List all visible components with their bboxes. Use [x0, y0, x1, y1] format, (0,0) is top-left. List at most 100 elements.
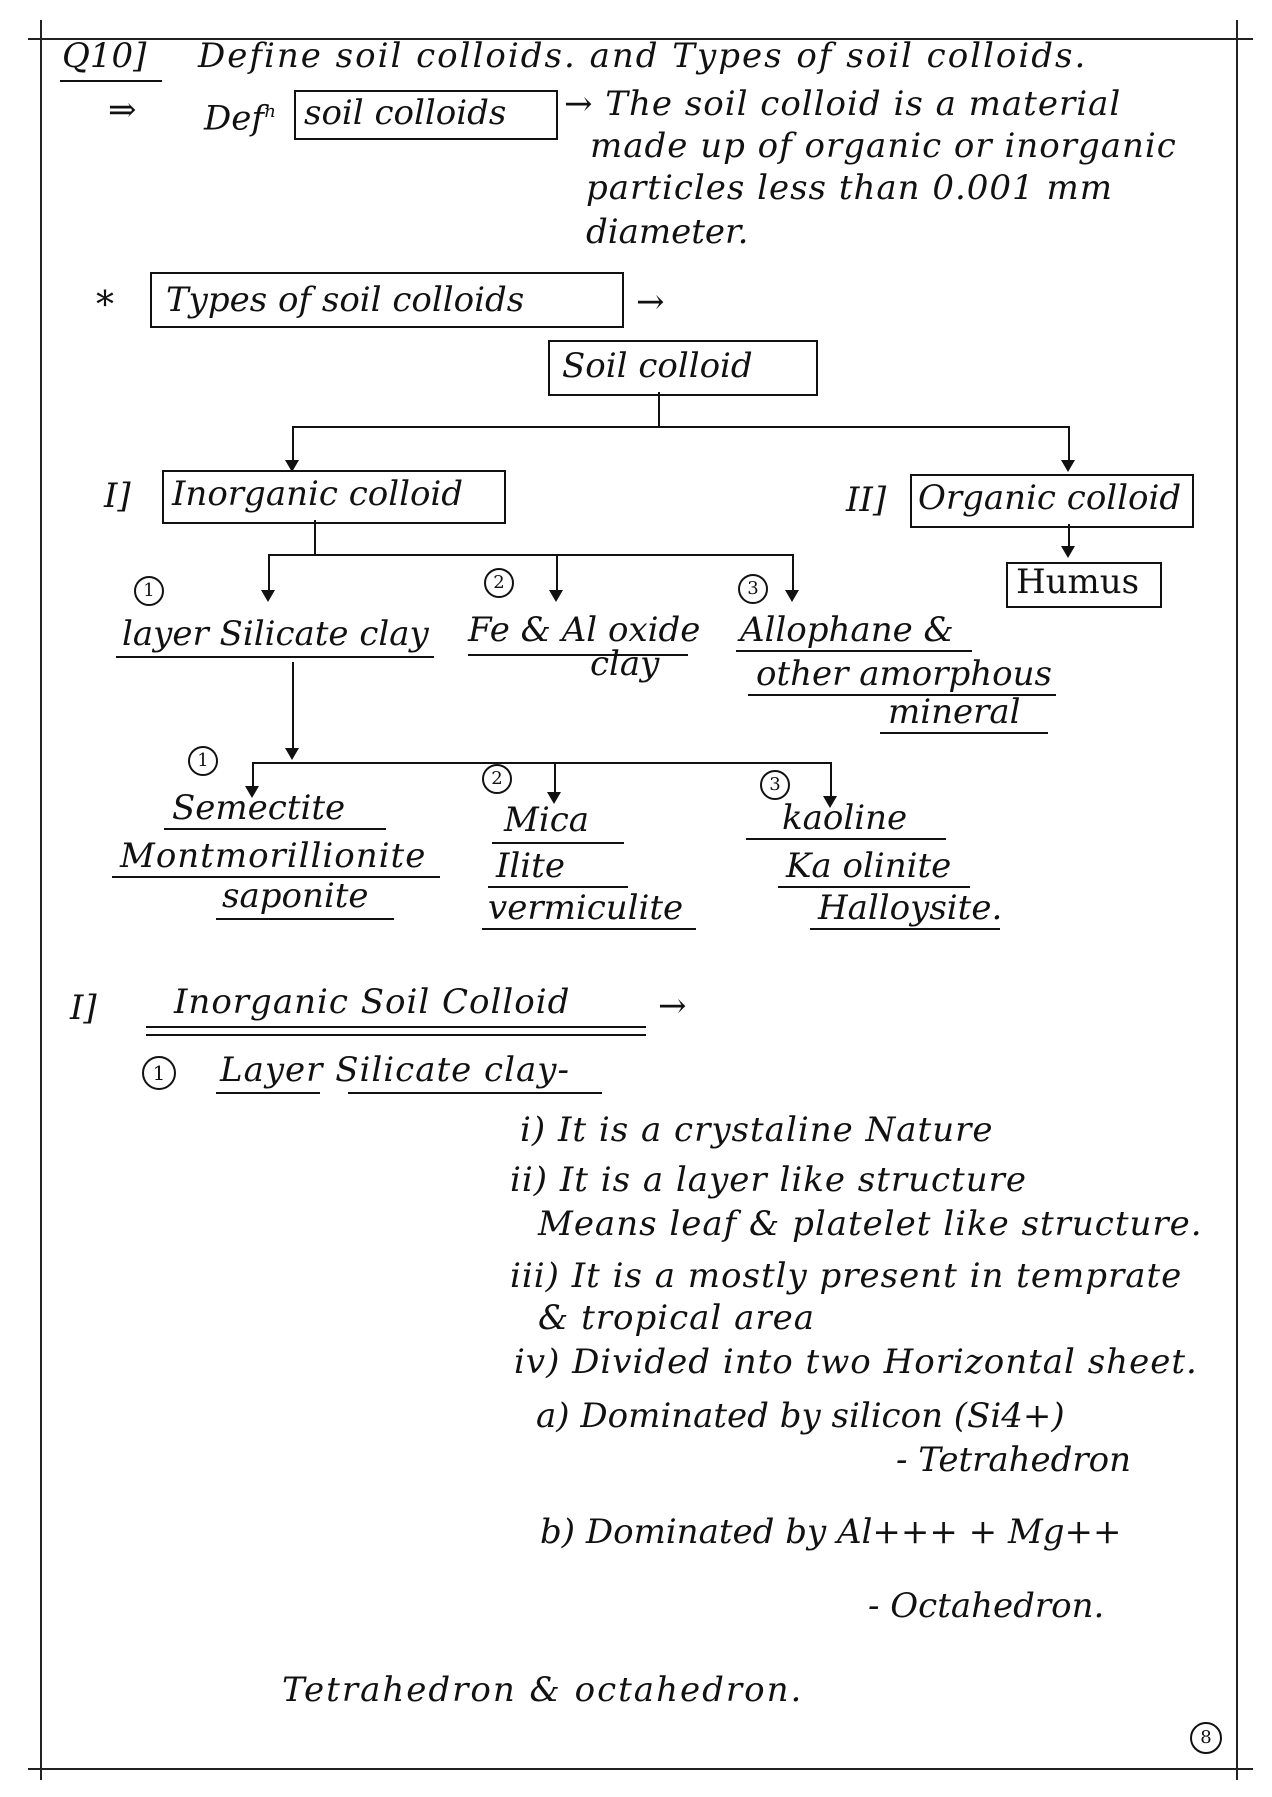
organic-number: II]	[846, 480, 887, 520]
sheet-b: b) Dominated by Al+++ + Mg++	[540, 1512, 1122, 1552]
sub2-drop	[554, 762, 556, 794]
child3-underline-3	[880, 732, 1048, 734]
point-3: iii) It is a mostly present in temprate	[510, 1256, 1183, 1296]
definition-prefix: Defn	[204, 98, 276, 139]
definition-term-box	[294, 90, 558, 140]
sheet-a-name: - Tetrahedron	[896, 1440, 1132, 1480]
child-allophane-line-3: mineral	[888, 692, 1021, 732]
point-3-continued: & tropical area	[538, 1298, 816, 1338]
circled-number: 2	[482, 764, 512, 794]
sub2-underline-3	[482, 928, 696, 930]
child1-drop	[268, 554, 270, 592]
mica-item: Mica	[504, 800, 589, 840]
implies-arrow: ⇒	[108, 90, 137, 130]
sub3-underline-1	[746, 838, 946, 840]
root-branch-line	[292, 426, 1068, 428]
halloysite-item: Halloysite.	[818, 888, 1003, 928]
child3-underline-2	[748, 694, 1056, 696]
sub1-underline-2	[112, 876, 440, 878]
montmorillonite-item: Montmorillionite	[120, 836, 427, 876]
arrow-down-icon	[1061, 460, 1075, 472]
sub1-drop	[252, 762, 254, 788]
question-text: Define soil colloids. and Types of soil …	[198, 36, 1088, 76]
types-heading: Types of soil colloids	[166, 280, 525, 320]
smectite-item: Semectite	[172, 788, 346, 828]
child1-underline	[116, 656, 434, 658]
point-2: ii) It is a layer like structure	[510, 1160, 1027, 1200]
child2-underline	[468, 654, 688, 656]
page-border-top	[28, 38, 1253, 40]
arrow-down-icon	[547, 792, 561, 804]
sheet-a: a) Dominated by silicon (Si4+)	[536, 1396, 1065, 1436]
sub-heading-underline-1	[216, 1092, 320, 1094]
types-heading-box	[150, 272, 624, 328]
arrow-down-icon	[285, 460, 299, 472]
circled-number: 3	[760, 770, 790, 800]
footer-line: Tetrahedron & octahedron.	[282, 1670, 804, 1710]
silicate-connector	[292, 662, 294, 750]
section-heading-underline-1	[146, 1026, 646, 1028]
child3-drop	[792, 554, 794, 592]
branch-left-drop	[292, 426, 294, 462]
definition-line-3: particles less than 0.001 mm	[586, 168, 1113, 208]
circled-number: 2	[484, 568, 514, 598]
arrow-down-icon	[1061, 546, 1075, 558]
circled-number: 1	[188, 746, 218, 776]
root-node: Soil colloid	[562, 346, 753, 386]
page-number: 8	[1190, 1722, 1222, 1754]
arrow-down-icon	[261, 590, 275, 602]
inorganic-node-box	[162, 470, 506, 524]
question-number-underline	[60, 80, 162, 82]
definition-line-4: diameter.	[586, 212, 749, 252]
star-bullet: *	[96, 285, 114, 326]
definition-line-1: → The soil colloid is a material	[564, 84, 1122, 124]
definition-line-2: made up of organic or inorganic	[590, 126, 1177, 166]
child-fe-al-oxide-line-1: Fe & Al oxide	[468, 610, 701, 650]
inorganic-number: I]	[104, 476, 131, 516]
section-number: I]	[70, 988, 97, 1028]
sub1-underline-3	[216, 918, 394, 920]
root-connector	[658, 392, 660, 426]
humus-node-box	[1006, 562, 1162, 608]
circled-number: 3	[738, 574, 768, 604]
page-border-left	[40, 20, 42, 1780]
sub3-underline-2	[778, 886, 970, 888]
sub2-underline-1	[492, 842, 624, 844]
sub3-underline-3	[810, 928, 1000, 930]
kaoline-item: kaoline	[782, 798, 908, 838]
sub1-underline-1	[164, 828, 386, 830]
saponite-item: saponite	[222, 876, 369, 916]
child-fe-al-oxide-line-2: clay	[590, 644, 660, 684]
vermiculite-item: vermiculite	[488, 888, 684, 928]
organic-node: Organic colloid	[918, 478, 1182, 518]
arrow-down-icon	[785, 590, 799, 602]
point-2-continued: Means leaf & platelet like structure.	[538, 1204, 1203, 1244]
kaolinite-item: Ka olinite	[786, 846, 952, 886]
section-heading-underline-2	[146, 1034, 646, 1036]
organic-node-box	[910, 474, 1194, 528]
arrow-down-icon	[549, 590, 563, 602]
child-layer-silicate-clay: layer Silicate clay	[122, 614, 429, 654]
branch-right-drop	[1068, 426, 1070, 462]
section-heading: Inorganic Soil Colloid	[174, 982, 571, 1022]
child-allophane-line-1: Allophane &	[740, 610, 954, 650]
organic-connector	[1068, 524, 1070, 548]
arrow-down-icon	[285, 748, 299, 760]
silicate-branch-line	[252, 762, 830, 764]
circled-number: 1	[134, 576, 164, 606]
page-border-right	[1236, 20, 1238, 1780]
sub3-drop	[830, 762, 832, 798]
arrow-down-icon	[245, 786, 259, 798]
illite-item: Ilite	[496, 846, 565, 886]
child3-underline-1	[736, 650, 972, 652]
inorganic-branch-line	[268, 554, 792, 556]
point-1: i) It is a crystaline Nature	[520, 1110, 994, 1150]
types-heading-arrow: →	[636, 282, 665, 322]
sub-heading-underline-2	[348, 1092, 602, 1094]
sheet-b-name: - Octahedron.	[868, 1586, 1105, 1626]
circled-number: 1	[142, 1056, 176, 1090]
root-node-box	[548, 340, 818, 396]
page-border-bottom	[28, 1768, 1253, 1770]
sub-heading: Layer Silicate clay-	[220, 1050, 570, 1090]
